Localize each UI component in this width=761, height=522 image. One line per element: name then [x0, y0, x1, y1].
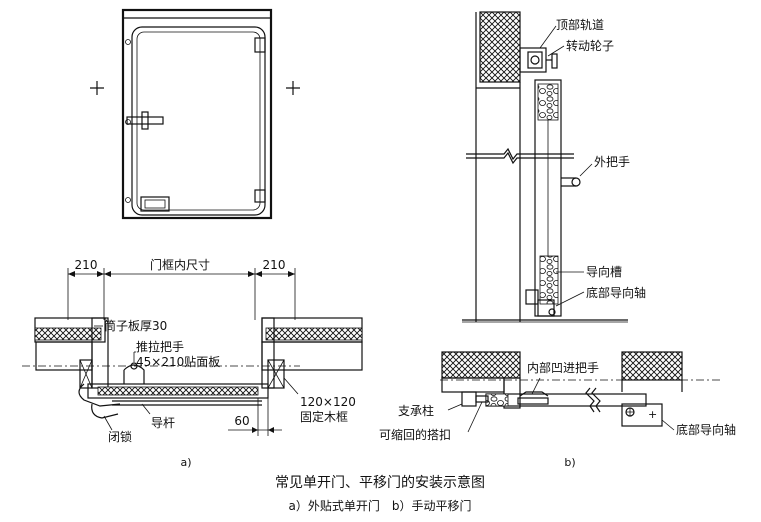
- guide-slot: [537, 299, 555, 317]
- outer-handle: [571, 177, 581, 187]
- guide-block: [621, 403, 663, 427]
- label-outer-handle: 外把手: [594, 155, 630, 169]
- panel-a-tag: a): [180, 456, 191, 469]
- pull-handle-shape: [123, 364, 145, 384]
- door-elevation: [90, 8, 300, 220]
- top-hinge: [254, 37, 266, 53]
- break-line-top: [466, 147, 574, 161]
- recessed-handle: [517, 397, 549, 405]
- panel-b-tag: b): [564, 456, 575, 469]
- panel-b-side-section: 顶部轨道 转动轮子 外把手 导向槽 底部导向轴: [462, 11, 646, 323]
- label-guide-rod: 导杆: [151, 416, 175, 430]
- label-support-post: 支承柱: [398, 403, 434, 418]
- roller: [530, 55, 540, 65]
- label-fixed-frame: 固定木框: [300, 409, 348, 424]
- dim-60: 60: [234, 414, 249, 428]
- figure-caption-subtitle: a）外贴式单开门 b）手动平移门: [289, 498, 472, 513]
- plus-marker-left: [90, 81, 104, 95]
- wall-top-block: [479, 11, 521, 83]
- right-wall-b: [621, 351, 683, 381]
- label-guide-slot: 导向槽: [586, 264, 622, 279]
- label-recessed-handle: 内部凹进把手: [527, 360, 599, 375]
- label-bottom-guide-side: 底部导向轴: [586, 285, 646, 300]
- label-retractable-latch: 可缩回的搭扣: [379, 427, 451, 442]
- door-leaf-section: [87, 383, 269, 399]
- door-handle: [126, 116, 164, 125]
- label-frame-size: 120×120: [300, 395, 356, 409]
- label-face-panel: 45×210贴面板: [136, 355, 220, 369]
- figure-caption-title: 常见单开门、平移门的安装示意图: [275, 474, 485, 491]
- label-bottom-guide-plan: 底部导向轴: [676, 422, 736, 437]
- door-leaf: [131, 26, 266, 216]
- panel-a-plan: 210 210 门框内尺寸 筒子板厚30 推拉把手: [22, 257, 363, 469]
- dim-left-210: 210: [75, 258, 98, 272]
- door-outer-frame: [121, 8, 273, 220]
- label-top-track: 顶部轨道: [556, 17, 604, 32]
- left-wall-b: [441, 351, 521, 379]
- kick-plate: [140, 196, 170, 212]
- label-roller: 转动轮子: [566, 38, 614, 53]
- panel-b-plan: + 内部凹进把手 支承柱 可缩回的搭扣 底部导向轴 b): [379, 351, 736, 469]
- bottom-hinge: [254, 189, 266, 203]
- handle-lock: [141, 111, 149, 130]
- plus-sign-guide: +: [648, 408, 657, 421]
- bottom-guide-axis: [548, 308, 556, 316]
- dim-inner-frame: 门框内尺寸: [150, 257, 210, 272]
- dim-right-210: 210: [263, 258, 286, 272]
- support-post: [461, 391, 477, 407]
- label-panel-thickness: 筒子板厚30: [104, 318, 167, 333]
- label-pull-handle: 推拉把手: [136, 339, 184, 354]
- label-lock: 闭锁: [108, 429, 132, 444]
- plus-marker-right: [286, 81, 300, 95]
